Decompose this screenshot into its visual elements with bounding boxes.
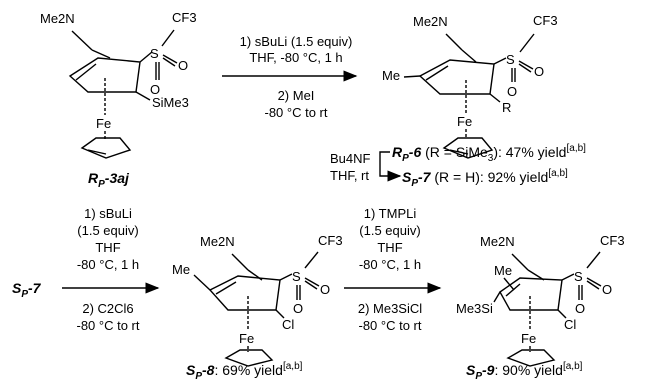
oxygen-label: O bbox=[150, 82, 160, 97]
arrow1-above-line1: 1) sBuLi (1.5 equiv) bbox=[240, 34, 353, 49]
arrow3-above-line2: (1.5 equiv) bbox=[77, 223, 138, 238]
arrow4-below-line1: 2) Me3SiCl bbox=[358, 301, 422, 316]
compound-label-sp-8: SP-8: 69% yield[a,b] bbox=[186, 361, 303, 379]
arrow3-above-line4: -80 °C, 1 h bbox=[77, 257, 139, 272]
arrow1-below-line1: 2) MeI bbox=[278, 88, 315, 103]
sulfur-label: S bbox=[292, 269, 301, 284]
sulfur-label: S bbox=[150, 46, 159, 61]
methyl-label: Me bbox=[382, 68, 400, 83]
nme2-label: Me2N bbox=[413, 14, 448, 29]
arrow3-below-line2: -80 °C to rt bbox=[77, 318, 140, 333]
sulfur-label: S bbox=[574, 269, 583, 284]
arrow4-below-line2: -80 °C to rt bbox=[359, 318, 422, 333]
iron-label: Fe bbox=[239, 331, 254, 346]
oxygen-label: O bbox=[293, 301, 303, 316]
cf3-label: CF3 bbox=[172, 10, 197, 25]
nme2-label: Me2N bbox=[480, 234, 515, 249]
compound-sp-8-structure: Me2N Me S CF3 O O Cl Fe bbox=[172, 233, 343, 367]
arrow3-below-line1: 2) C2Cl6 bbox=[82, 301, 133, 316]
iron-label: Fe bbox=[96, 116, 111, 131]
nme2-label: Me2N bbox=[40, 11, 75, 26]
arrow-4: 1) TMPLi (1.5 equiv) THF -80 °C, 1 h 2) … bbox=[344, 206, 442, 333]
r-label: R bbox=[502, 100, 511, 115]
oxygen-label: O bbox=[507, 84, 517, 99]
methyl-label: Me bbox=[172, 262, 190, 277]
arrow2-reagent: Bu4NF bbox=[330, 151, 371, 166]
compound-sp-9-structure: Me2N Me S CF3 O O Cl Me3Si Fe bbox=[456, 233, 625, 367]
arrow-3: 1) sBuLi (1.5 equiv) THF -80 °C, 1 h 2) … bbox=[62, 206, 160, 333]
arrow4-above-line4: -80 °C, 1 h bbox=[359, 257, 421, 272]
iron-label: Fe bbox=[457, 114, 472, 129]
arrow4-above-line2: (1.5 equiv) bbox=[359, 223, 420, 238]
sime3-label: SiMe3 bbox=[152, 95, 189, 110]
iron-label: Fe bbox=[521, 331, 536, 346]
me3si-label: Me3Si bbox=[456, 301, 493, 316]
compound-rp-3aj-structure: Me2N S CF3 O O SiMe3 Fe bbox=[40, 10, 197, 159]
compound-label-sp-7-start: SP-7 bbox=[12, 280, 42, 300]
chlorine-label: Cl bbox=[564, 317, 576, 332]
arrow1-below-line2: -80 °C to rt bbox=[265, 105, 328, 120]
arrow-1: 1) sBuLi (1.5 equiv) THF, -80 °C, 1 h 2)… bbox=[222, 34, 358, 120]
arrow2-conditions: THF, rt bbox=[330, 168, 369, 183]
nme2-label: Me2N bbox=[200, 234, 235, 249]
oxygen-label: O bbox=[534, 64, 544, 79]
compound-label-sp-9: SP-9: 90% yield[a,b] bbox=[466, 361, 583, 379]
arrow1-above-line2: THF, -80 °C, 1 h bbox=[249, 50, 342, 65]
oxygen-label: O bbox=[320, 282, 330, 297]
arrow3-above-line1: 1) sBuLi bbox=[84, 206, 132, 221]
compound-label-rp-3aj: RP-3aj bbox=[88, 170, 130, 190]
methyl-label: Me bbox=[494, 263, 512, 278]
oxygen-label: O bbox=[178, 58, 188, 73]
cf3-label: CF3 bbox=[318, 233, 343, 248]
chlorine-label: Cl bbox=[282, 317, 294, 332]
arrow4-above-line1: 1) TMPLi bbox=[364, 206, 417, 221]
cf3-label: CF3 bbox=[533, 13, 558, 28]
sulfur-label: S bbox=[506, 52, 515, 67]
oxygen-label: O bbox=[602, 282, 612, 297]
arrow-2: Bu4NF THF, rt bbox=[330, 151, 402, 183]
oxygen-label: O bbox=[575, 301, 585, 316]
arrow4-above-line3: THF bbox=[377, 240, 402, 255]
compound-rp-6-structure: Me2N Me S CF3 O O R Fe bbox=[382, 13, 558, 159]
cf3-label: CF3 bbox=[600, 233, 625, 248]
compound-label-sp-7: SP-7 (R = H): 92% yield[a,b] bbox=[402, 168, 568, 189]
arrow3-above-line3: THF bbox=[95, 240, 120, 255]
compound-label-rp-6: RP-6 (R = SiMe3): 47% yield[a,b] bbox=[392, 143, 586, 164]
